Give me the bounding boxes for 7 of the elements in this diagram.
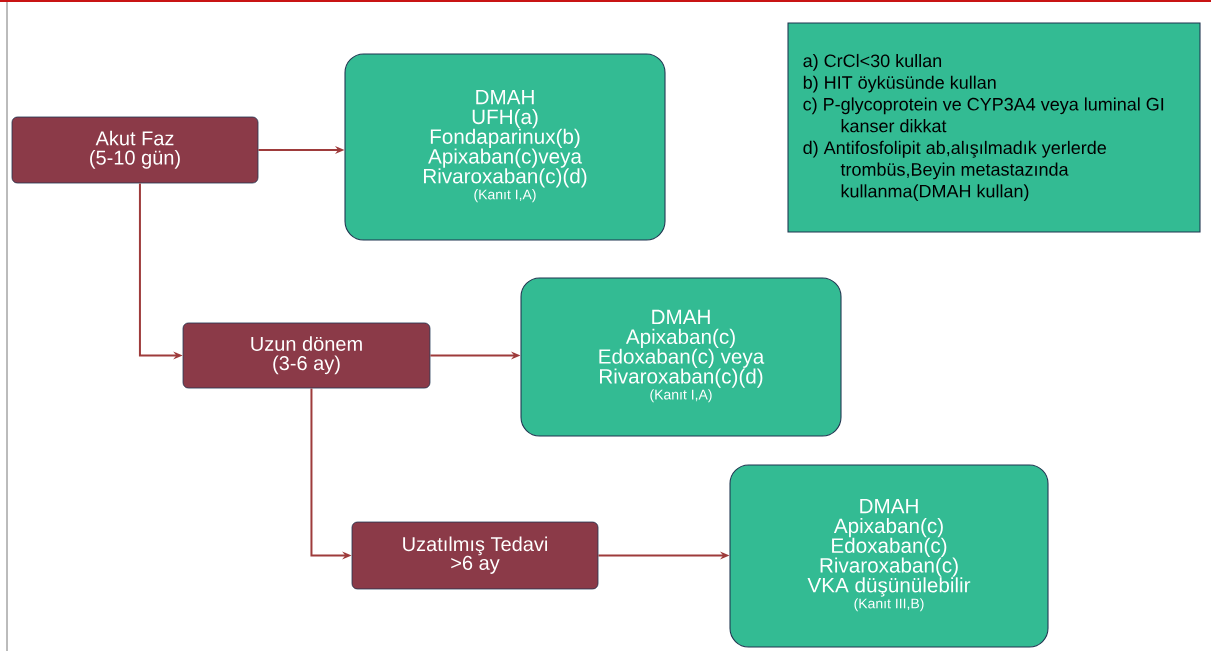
notes-box: a) CrCl<30 kullan b) HIT öyküsünde kullan c) P-glycoprotein ve CYP3A4 veya luminal GI kanser dikkat d) Antifosfolipit ab,alışılmadık yerlerde trombüs,Beyin metastazında kullanma(DMAH kullan)	[787, 22, 1201, 233]
phase-box: Uzun dönem (3-6 ay)	[182, 322, 431, 389]
phase-box: Uzatılmış Tedavi >6 ay	[351, 521, 599, 590]
treatment-box: DMAH Apixaban(c) Edoxaban(c) Rivaroxaban(c) VKA düşünülebilir (Kanıt III,B)	[729, 464, 1049, 648]
phase-box: Akut Faz (5-10 gün)	[11, 116, 259, 184]
treatment-box: DMAH Apixaban(c) Edoxaban(c) veya Rivaroxaban(c)(d) (Kanıt I,A)	[520, 277, 842, 437]
treatment-box: DMAH UFH(a) Fondaparinux(b) Apixaban(c)veya Rivaroxaban(c)(d) (Kanıt I,A)	[344, 53, 666, 241]
